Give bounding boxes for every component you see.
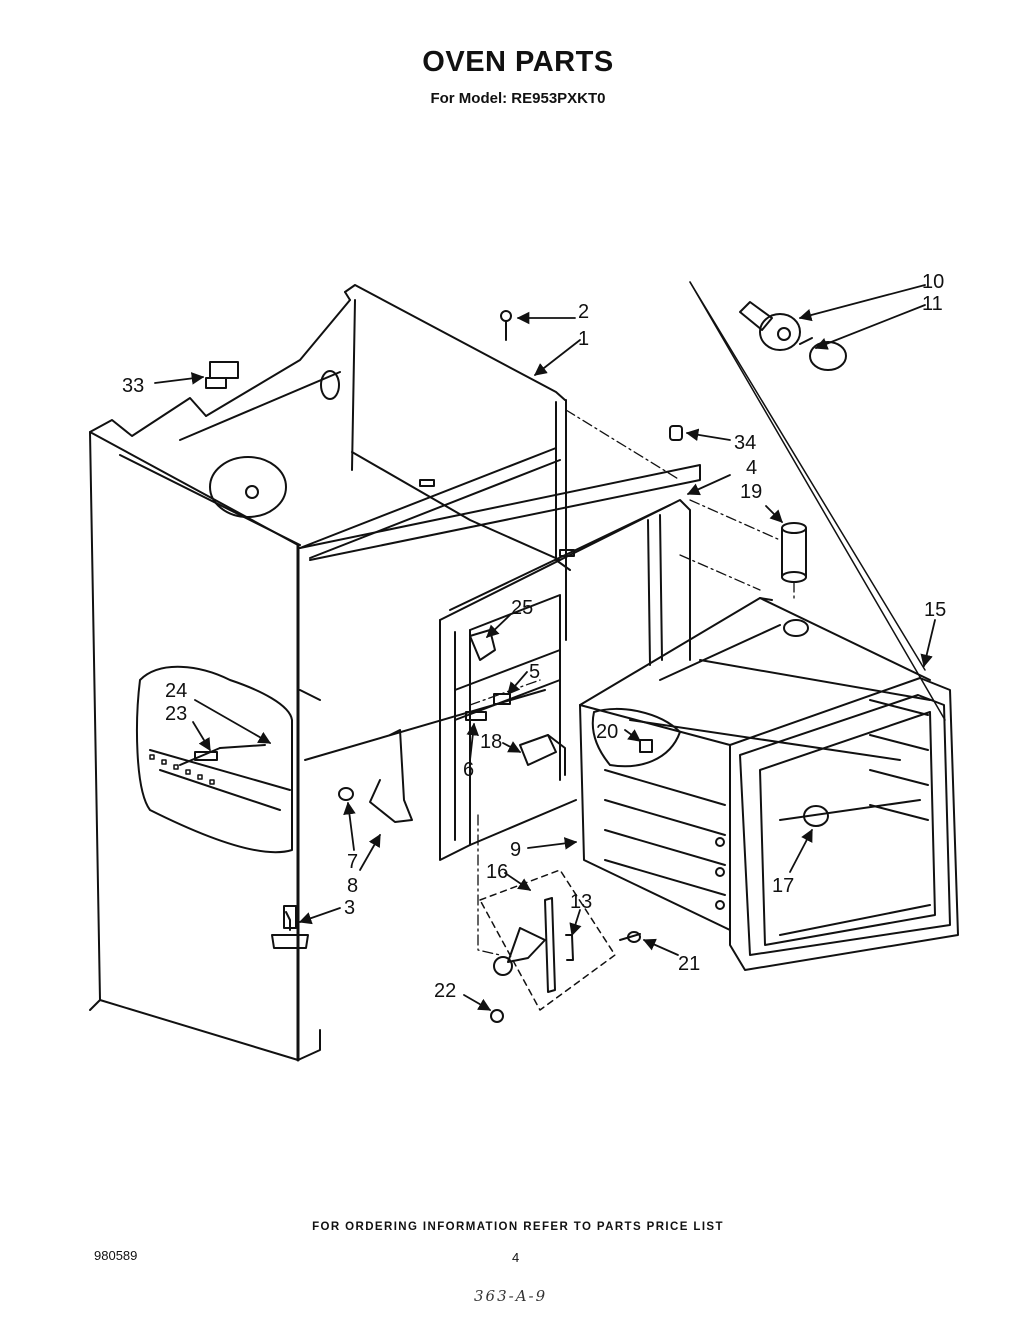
callout-13: 13 — [570, 891, 592, 913]
cap-part — [669, 425, 683, 441]
callout-5: 5 — [529, 661, 540, 683]
spring-part — [465, 711, 487, 721]
callout-24: 24 — [165, 680, 187, 702]
leader-arrows — [154, 284, 936, 1011]
nut-part — [338, 787, 354, 801]
light-socket-part — [739, 301, 801, 351]
lock-switch-part — [591, 708, 681, 768]
callout-23: 23 — [165, 703, 187, 725]
screw-part — [500, 310, 512, 341]
callout-1: 1 — [578, 328, 589, 350]
terminal-block-part — [179, 744, 266, 766]
light-lens-part — [803, 805, 829, 827]
callout-6: 6 — [463, 759, 474, 781]
door-latch-assembly-part — [479, 869, 616, 1011]
callout-25: 25 — [511, 597, 533, 619]
page-number: 4 — [512, 1250, 520, 1265]
oven-liner-part — [579, 597, 959, 971]
model-subtitle: For Model: RE953PXKT0 — [430, 90, 606, 107]
callout-3: 3 — [344, 897, 355, 919]
callout-33: 33 — [122, 375, 144, 397]
retaining-clip-part — [490, 1009, 504, 1023]
handwritten-note: 363-A-9 — [474, 1287, 548, 1305]
switch-part — [205, 361, 239, 389]
document-number: 980589 — [94, 1248, 138, 1263]
callout-11: 11 — [922, 293, 943, 315]
page-title: OVEN PARTS — [422, 46, 614, 78]
callout-10: 10 — [922, 271, 944, 293]
ordering-note: FOR ORDERING INFORMATION REFER TO PARTS … — [312, 1221, 724, 1233]
callout-16: 16 — [486, 861, 508, 883]
light-bulb-part — [799, 337, 847, 371]
callout-4: 4 — [746, 457, 757, 479]
reference-lines — [689, 281, 946, 721]
callout-9: 9 — [510, 839, 521, 861]
leveling-leg-part — [271, 905, 309, 949]
hinge-bracket-part — [369, 729, 413, 823]
callout-15: 15 — [924, 599, 946, 621]
callout-21: 21 — [678, 953, 700, 975]
cabinet-body-part — [89, 284, 701, 1062]
callout-2: 2 — [578, 301, 589, 323]
callout-22: 22 — [434, 980, 456, 1002]
callout-8: 8 — [347, 875, 358, 897]
callout-19: 19 — [740, 481, 762, 503]
latch-screw-part — [619, 931, 641, 943]
callout-17: 17 — [772, 875, 794, 897]
callout-34: 34 — [734, 432, 756, 454]
callout-18: 18 — [480, 731, 502, 753]
bracket-part — [519, 734, 566, 776]
callout-7: 7 — [347, 851, 358, 873]
oven-front-frame-part — [439, 499, 691, 861]
assembly-guide-lines — [469, 409, 795, 956]
sensor-clip-part — [469, 629, 496, 661]
vent-tube-part — [781, 522, 807, 583]
callout-20: 20 — [596, 721, 618, 743]
